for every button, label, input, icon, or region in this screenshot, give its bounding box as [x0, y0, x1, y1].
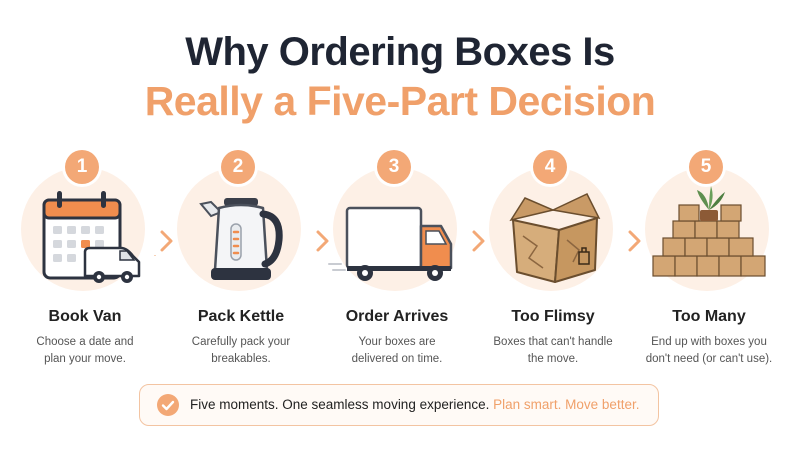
step-title: Too Flimsy — [511, 308, 595, 325]
chevron-right-icon — [154, 230, 173, 256]
chevron-right-icon — [316, 230, 329, 252]
step-title: Too Many — [672, 308, 746, 325]
step-description-line-1: Carefully pack your — [191, 336, 291, 348]
step-description-line-1: Boxes that can't handle — [493, 336, 613, 348]
step-description: Choose a date and plan your move. — [3, 334, 167, 368]
chevron-right-icon — [472, 230, 485, 252]
kettle-icon — [199, 198, 283, 280]
delivery-truck-icon — [328, 206, 453, 281]
step-title: Pack Kettle — [197, 308, 285, 325]
footer-banner: Five moments. One seamless moving experi… — [139, 384, 659, 426]
step-description-line-2: delivered on time. — [351, 353, 443, 365]
checkmark-icon — [157, 394, 179, 416]
step-description: End up with boxes you don't need (or can… — [627, 334, 791, 368]
step-title: Order Arrives — [345, 308, 449, 325]
step-description: Boxes that can't handle the move. — [471, 334, 635, 368]
step-number-badge: 5 — [689, 150, 723, 184]
damaged-box-icon — [509, 193, 601, 283]
calendar-van-icon — [42, 191, 141, 283]
step-description: Carefully pack your breakables. — [159, 334, 323, 368]
chevron-right-icon — [628, 230, 641, 252]
step-number-badge: 4 — [533, 150, 567, 184]
step-description-line-1: Your boxes are — [358, 336, 436, 348]
step-description-line-1: End up with boxes you — [651, 336, 767, 348]
title-line-1: Why Ordering Boxes Is — [185, 30, 615, 74]
step-title: Book Van — [48, 308, 122, 325]
step-description-line-2: don't need (or can't use). — [645, 353, 773, 365]
step-description-line-1: Choose a date and — [36, 336, 134, 348]
step-description-line-2: breakables. — [211, 353, 271, 365]
footer-text: Five moments. One seamless moving experi… — [190, 397, 490, 412]
box-pile-icon — [652, 186, 766, 277]
step-number-badge: 3 — [377, 150, 411, 184]
step-description: Your boxes are delivered on time. — [315, 334, 479, 368]
footer-accent-text: Plan smart. Move better. — [493, 397, 640, 412]
title-line-2: Really a Five-Part Decision — [144, 78, 656, 124]
footer-message: Five moments. One seamless moving experi… — [190, 397, 639, 412]
step-description-line-2: the move. — [527, 353, 579, 365]
step-number-badge: 2 — [221, 150, 255, 184]
step-description-line-2: plan your move. — [44, 353, 126, 365]
step-number-badge: 1 — [65, 150, 99, 184]
